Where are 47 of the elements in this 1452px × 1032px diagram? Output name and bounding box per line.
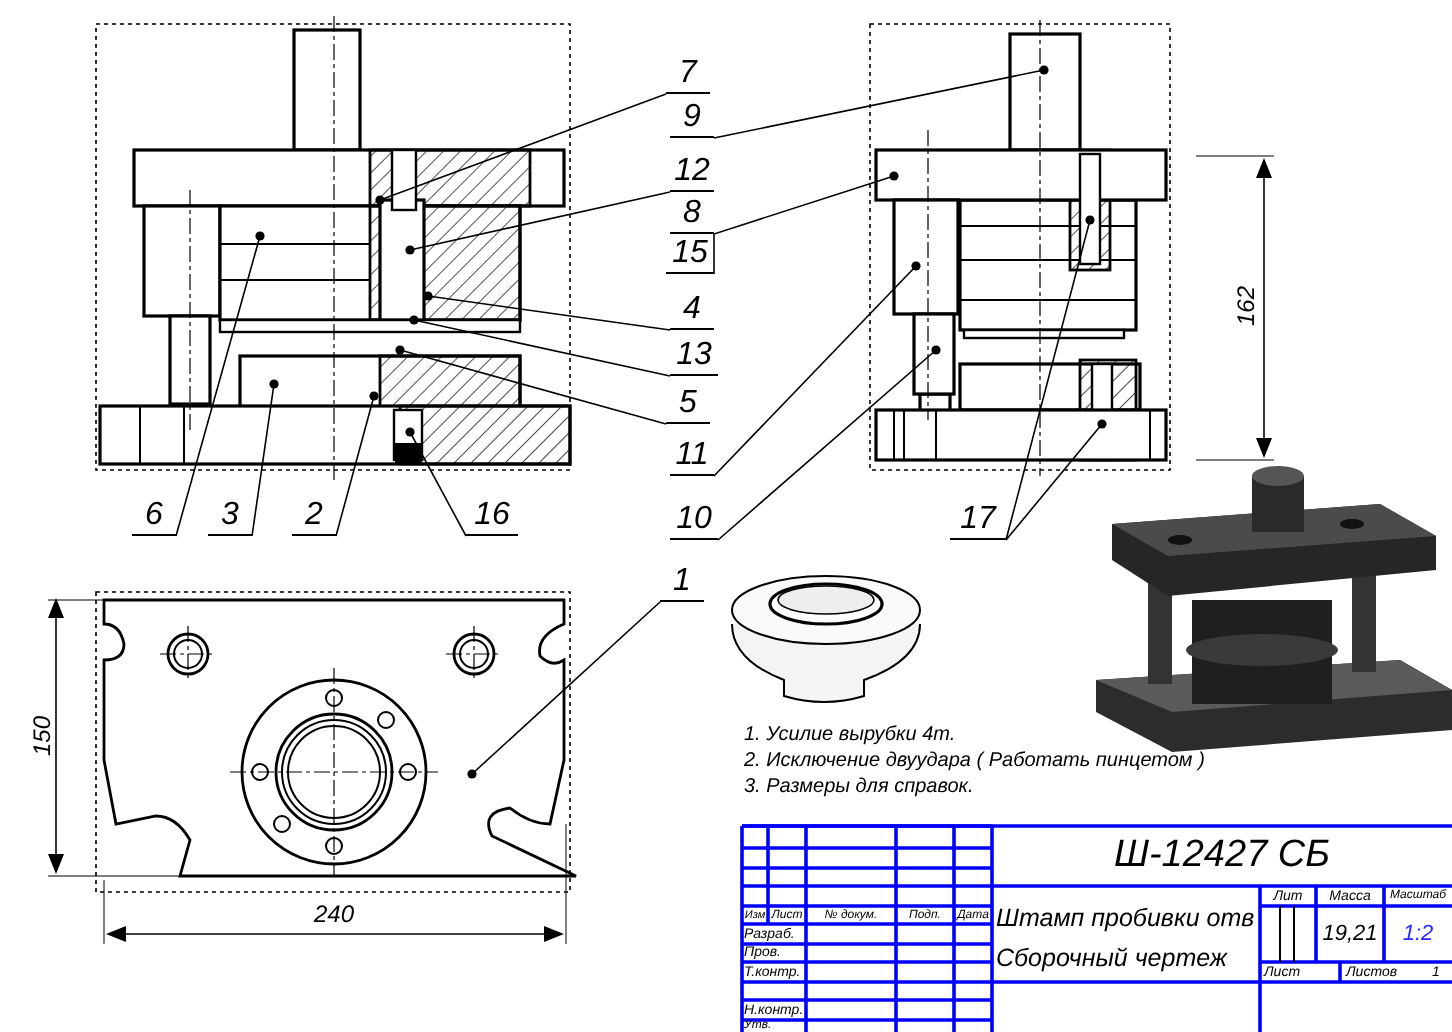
leader-line	[395, 345, 667, 425]
leader-line	[713, 65, 1049, 139]
drawing-title: Штамп пробивки отв	[996, 902, 1257, 936]
callout-number: 2	[292, 496, 336, 536]
drawing-number: Ш-12427 СБ	[1111, 832, 1333, 880]
document-type: Сборочный чертеж	[996, 942, 1230, 976]
callout-number: 17	[950, 500, 1006, 540]
callout-number: 16	[466, 496, 518, 536]
leader-line	[335, 391, 379, 537]
leader-line	[717, 345, 941, 541]
leader-line	[409, 315, 671, 377]
callout-number: 13	[670, 336, 718, 376]
note-text: 2. Исключение двуудара ( Работать пинцетом )	[744, 750, 1207, 774]
leader-line	[467, 601, 661, 779]
leader-line	[713, 261, 921, 477]
dimension-value: 150	[28, 713, 56, 761]
part-outline	[874, 148, 1168, 202]
leader-line	[405, 427, 467, 537]
leader-line	[405, 191, 671, 255]
dimension-value: 162	[1232, 283, 1260, 331]
callout-number: 12	[670, 152, 714, 192]
leader-line	[251, 379, 279, 537]
callout-number: 1	[660, 562, 704, 602]
callout-number: 8	[670, 194, 714, 234]
leader-line	[175, 231, 265, 537]
leader-line	[423, 291, 671, 331]
part-outline	[912, 312, 956, 396]
scale-value: 1:2	[1400, 920, 1436, 948]
note-text: 1. Усилие вырубки 4т.	[744, 724, 958, 748]
callout-number: 7	[666, 54, 710, 94]
part-outline	[1008, 32, 1082, 152]
callout-number: 9	[670, 98, 714, 138]
mass-value: 19,21	[1320, 920, 1380, 948]
callout-number: 3	[208, 496, 252, 536]
callout-number: 11	[670, 436, 714, 476]
callout-number: 10	[670, 500, 718, 540]
leader-line	[375, 93, 667, 205]
callout-number: 5	[666, 384, 710, 424]
note-text: 3. Размеры для справок.	[744, 776, 976, 800]
callout-number: 6	[132, 496, 176, 536]
part-outline	[1078, 152, 1102, 266]
leader-line	[1005, 215, 1095, 541]
callout-number: 4	[670, 290, 714, 330]
leader-line	[713, 171, 899, 275]
callout-number: 15	[666, 234, 714, 274]
dimension-value: 240	[311, 900, 357, 928]
part-outline	[892, 198, 960, 316]
